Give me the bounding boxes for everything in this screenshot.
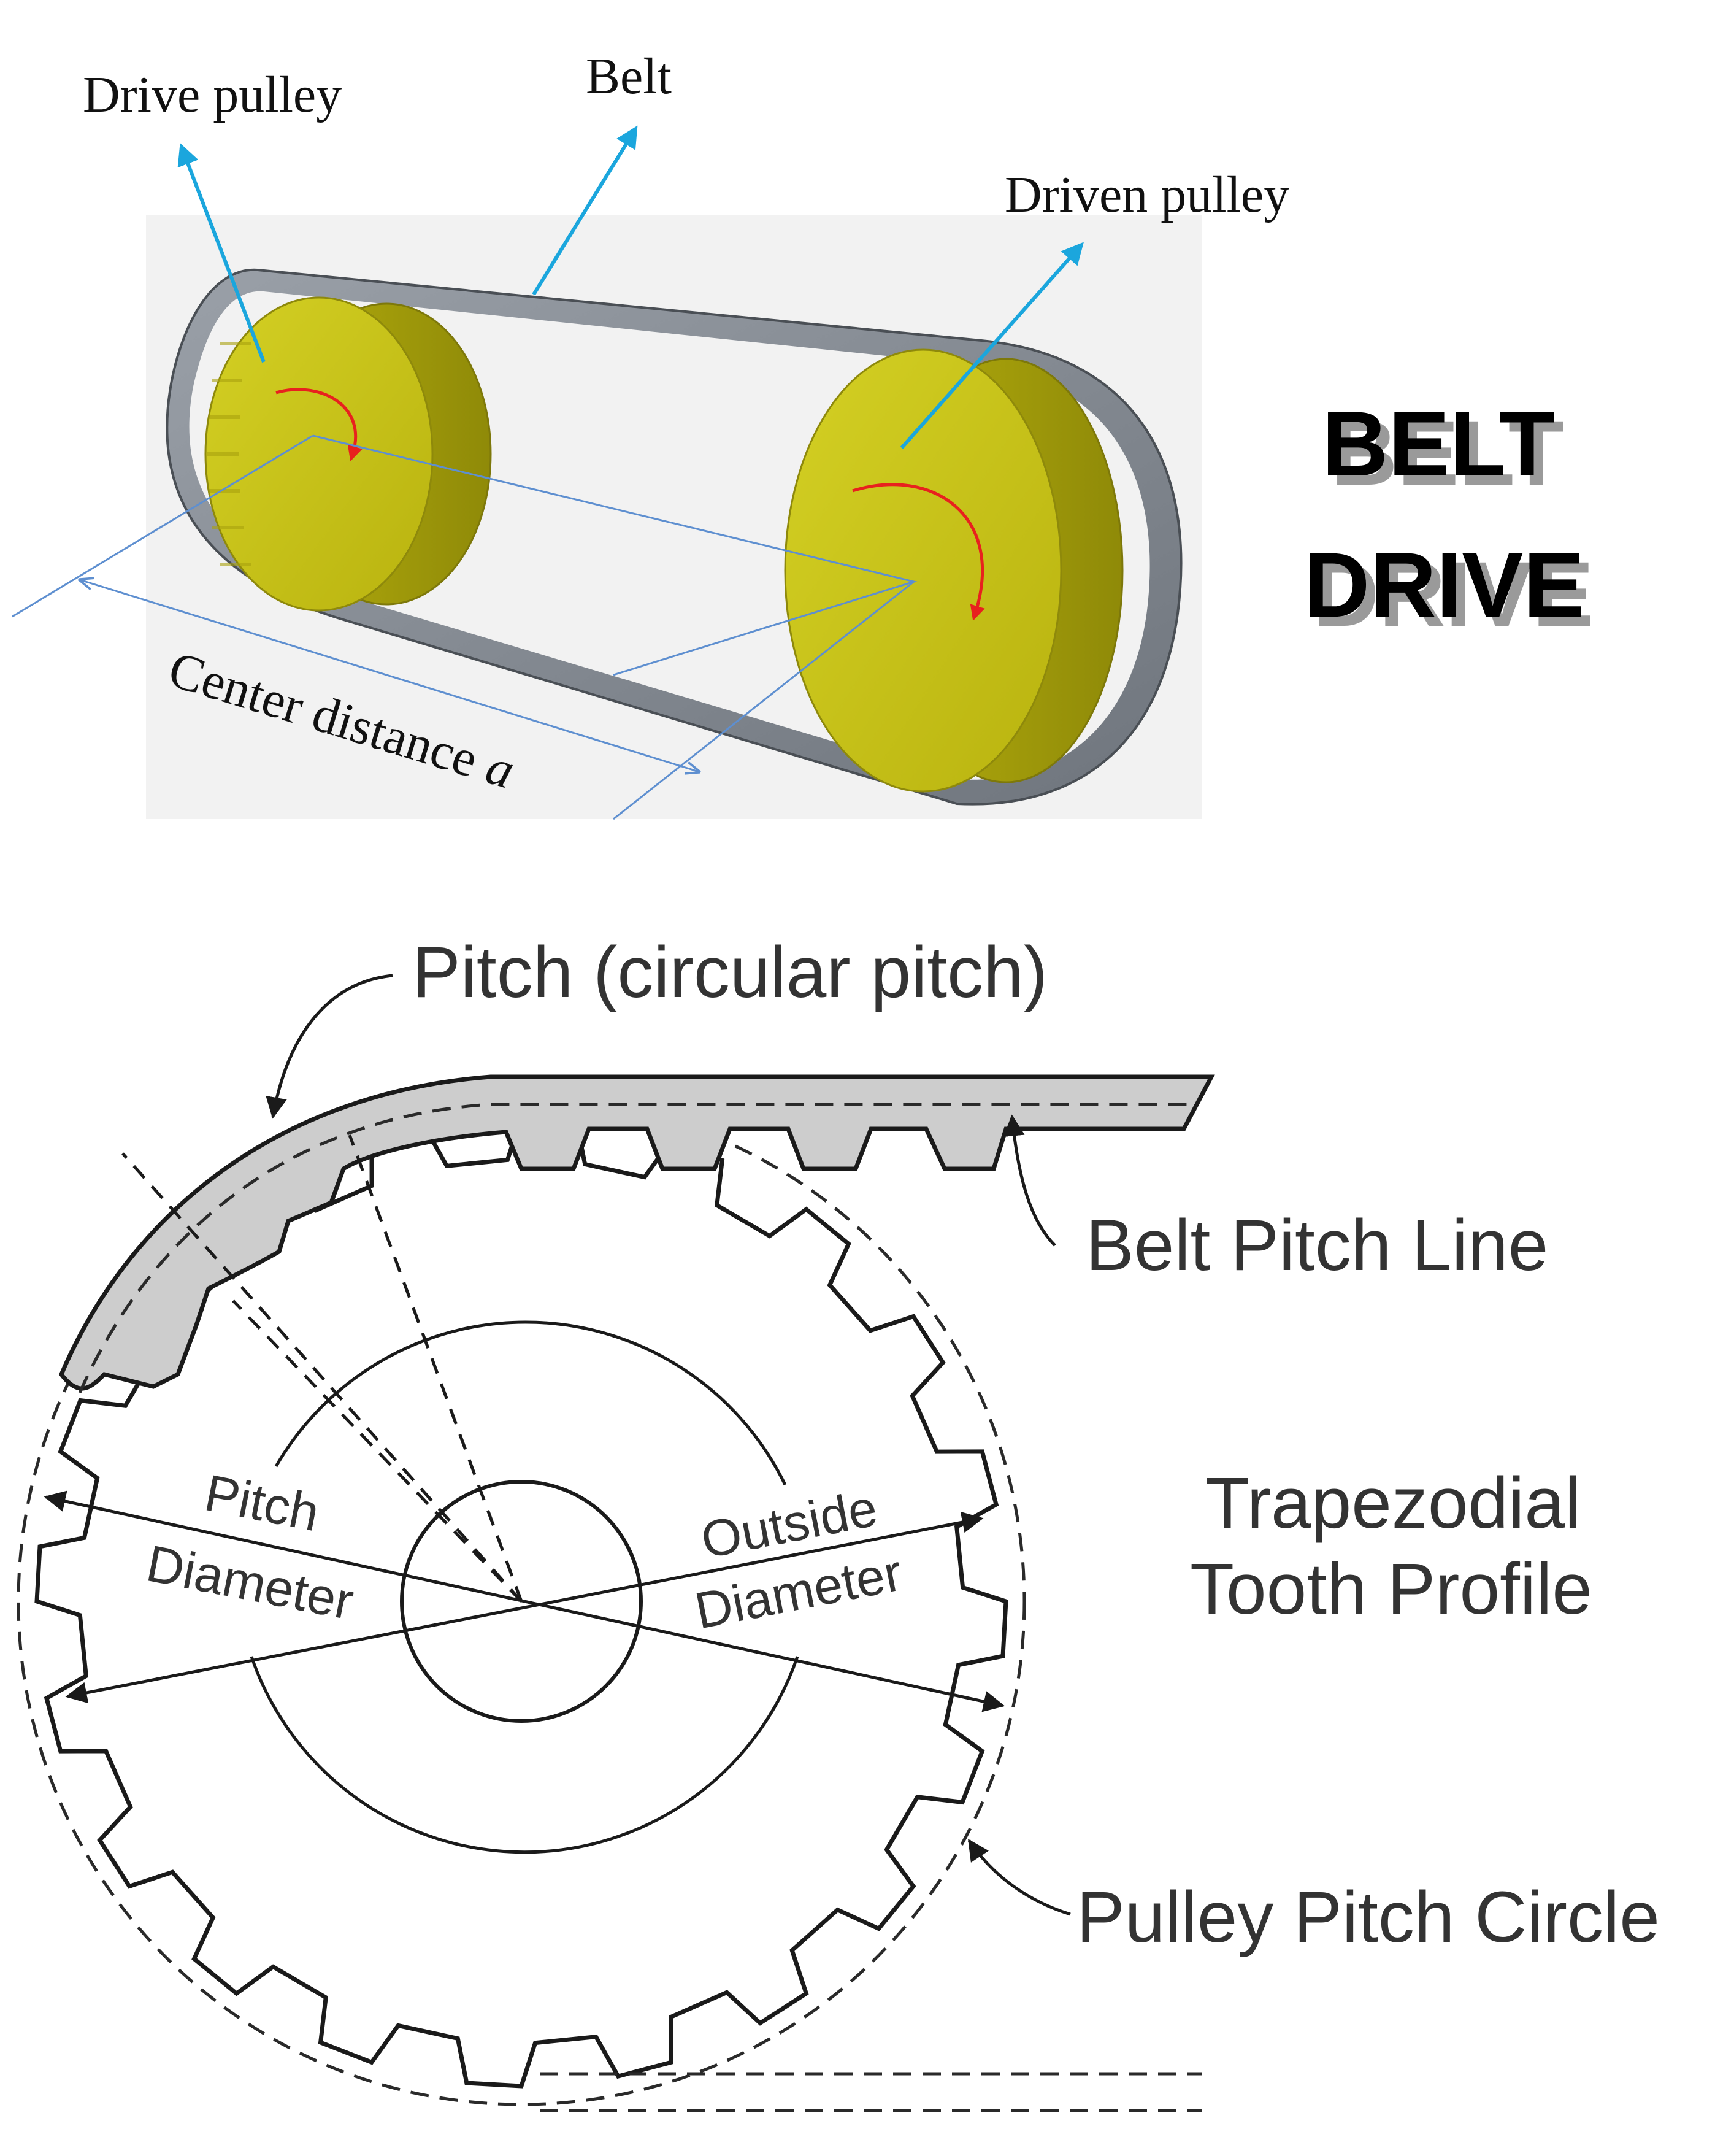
pitch-callout-arc [266,974,393,1119]
drive-pulley-teeth [207,342,251,566]
belt-leader [532,125,638,296]
title-line2-shadow: DRIVE [1313,542,1594,645]
drive-pulley-label: Drive pulley [83,66,342,123]
inner-reference-arc [250,1320,799,1854]
belt-pitch-line [78,1103,1190,1394]
dimension-extension-left [12,434,313,618]
drive-pulley-rotation-arrow [275,388,363,461]
pulley-pitch-circle-label: Pulley Pitch Circle [1076,1877,1660,1958]
driven-pulley-leader [900,242,1084,449]
drive-pulley [204,296,492,612]
timing-belt [58,1074,1215,1391]
dimension-extension-right [613,580,915,820]
timing-pulley-diagram: Pitch (circular pitch) Belt Pitch Line T… [17,932,1660,2112]
title-line1-shadow: BELT [1331,401,1565,504]
belt-pitch-line-leader [1003,1114,1056,1247]
title-line1: BELT [1322,392,1556,495]
outside-diameter-arrow [65,1511,984,1704]
title-line2: DRIVE [1303,533,1584,636]
driven-pulley-rotation-arrow [852,483,985,621]
title-block: BELT BELT DRIVE DRIVE [1303,392,1594,645]
driven-pulley-face [784,348,1062,793]
drive-pulley-leader [177,143,266,363]
center-distance-dimension [80,580,699,772]
belt-pitch-line-label: Belt Pitch Line [1086,1205,1548,1286]
tooth-profile-label-line1: Trapezodial [1205,1463,1581,1544]
driven-pulley-label: Driven pulley [1005,166,1289,223]
driven-pulley [784,348,1124,793]
pulley-pitch-circle-leader [967,1839,1071,1916]
tooth-profile-label-line2: Tooth Profile [1190,1549,1592,1630]
pitch-radial-line-1 [121,1152,523,1603]
belt-drive-illustration: Drive pulley Belt Driven pulley Center d… [12,48,1289,820]
belt-label: Belt [586,48,672,105]
pitch-label: Pitch (circular pitch) [412,932,1048,1013]
